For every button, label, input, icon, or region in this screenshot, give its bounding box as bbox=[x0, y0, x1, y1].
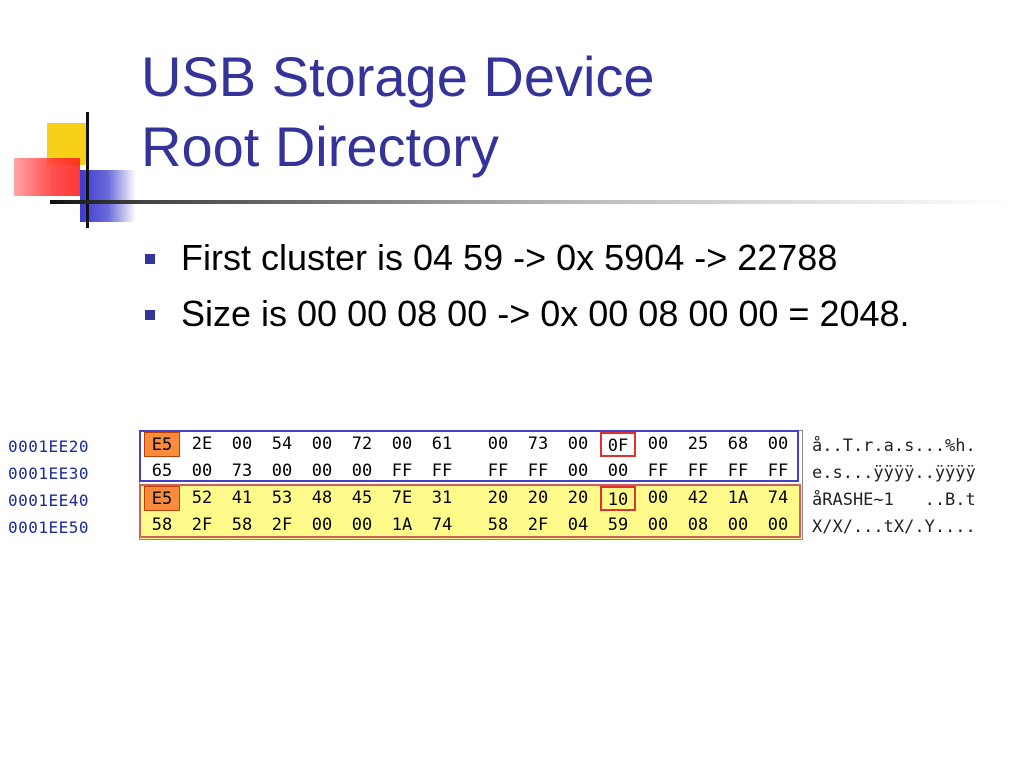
hex-byte: 53 bbox=[271, 488, 293, 508]
title-line-2: Root Directory bbox=[141, 115, 499, 178]
hex-ascii: e.s...ÿÿÿÿ..ÿÿÿÿ bbox=[812, 463, 976, 483]
hex-byte: FF bbox=[487, 461, 509, 481]
hex-byte: 54 bbox=[271, 434, 293, 454]
hex-row: E5 52 41 53 48 45 7E 31 20 20 20 10 00 42 1A 74 bbox=[140, 485, 802, 512]
hex-dump: 0001EE20 0001EE30 0001EE40 0001EE50 E5 2E… bbox=[0, 428, 1024, 542]
hex-address: 0001EE40 bbox=[8, 491, 90, 510]
hex-byte: 73 bbox=[231, 461, 253, 481]
decor-blue-square bbox=[80, 170, 136, 222]
hex-byte: 00 bbox=[607, 461, 629, 481]
hex-address: 0001EE50 bbox=[8, 518, 90, 537]
hex-byte: 7E bbox=[391, 488, 413, 508]
hex-byte: FF bbox=[527, 461, 549, 481]
hex-byte: 2F bbox=[271, 515, 293, 535]
hex-byte: 42 bbox=[687, 488, 709, 508]
hex-byte: 00 bbox=[647, 488, 669, 508]
hex-byte: 00 bbox=[767, 515, 789, 535]
hex-address: 0001EE30 bbox=[8, 464, 90, 483]
hex-byte: E5 bbox=[144, 486, 180, 511]
hex-byte: 00 bbox=[391, 434, 413, 454]
hex-ascii: å..T.r.a.s...%h. bbox=[812, 436, 976, 456]
hex-byte: 1A bbox=[391, 515, 413, 535]
bullet-item: First cluster is 04 59 -> 0x 5904 -> 227… bbox=[145, 236, 945, 280]
hex-byte: 59 bbox=[607, 515, 629, 535]
hex-byte: 00 bbox=[351, 515, 373, 535]
hex-byte: 00 bbox=[767, 434, 789, 454]
hex-byte: 25 bbox=[687, 434, 709, 454]
hex-byte: 00 bbox=[271, 461, 293, 481]
hex-byte: 48 bbox=[311, 488, 333, 508]
hex-byte: 0F bbox=[600, 432, 636, 457]
hex-byte: 2F bbox=[191, 515, 213, 535]
hex-byte: 74 bbox=[431, 515, 453, 535]
hex-byte: 73 bbox=[527, 434, 549, 454]
hex-byte: 58 bbox=[231, 515, 253, 535]
hex-byte: 2F bbox=[527, 515, 549, 535]
hex-byte: 08 bbox=[687, 515, 709, 535]
hex-byte: 20 bbox=[487, 488, 509, 508]
hex-byte: 2E bbox=[191, 434, 213, 454]
bullet-text: First cluster is 04 59 -> 0x 5904 -> 227… bbox=[181, 237, 838, 278]
title-line-1: USB Storage Device bbox=[141, 45, 655, 108]
hex-byte: 00 bbox=[351, 461, 373, 481]
title-underline bbox=[50, 200, 1010, 204]
hex-byte: 61 bbox=[431, 434, 453, 454]
decor-vertical-line bbox=[86, 112, 89, 228]
hex-byte: 00 bbox=[231, 434, 253, 454]
decor-red-square bbox=[14, 158, 80, 196]
ascii-column: å..T.r.a.s...%h. e.s...ÿÿÿÿ..ÿÿÿÿ åRASHE… bbox=[812, 433, 976, 541]
hex-byte: 45 bbox=[351, 488, 373, 508]
hex-row: E5 2E 00 54 00 72 00 61 00 73 00 0F 00 25 68 00 bbox=[140, 431, 802, 458]
hex-byte: 00 bbox=[647, 434, 669, 454]
hex-byte: 74 bbox=[767, 488, 789, 508]
corner-decoration bbox=[0, 0, 160, 240]
bullet-square-icon bbox=[145, 310, 155, 320]
hex-ascii: X/X/...tX/.Y.... bbox=[812, 517, 976, 537]
hex-byte: 10 bbox=[600, 486, 636, 511]
hex-byte: 00 bbox=[311, 434, 333, 454]
bullet-square-icon bbox=[145, 254, 155, 264]
hex-byte: 20 bbox=[527, 488, 549, 508]
hex-byte: 00 bbox=[487, 434, 509, 454]
hex-byte: FF bbox=[647, 461, 669, 481]
hex-address: 0001EE20 bbox=[8, 437, 90, 456]
hex-byte: FF bbox=[431, 461, 453, 481]
hex-byte: 00 bbox=[727, 515, 749, 535]
hex-byte: 58 bbox=[487, 515, 509, 535]
hex-bytes-panel: E5 2E 00 54 00 72 00 61 00 73 00 0F 00 25 68 00 65 00 73 00… bbox=[139, 430, 803, 540]
hex-byte: FF bbox=[687, 461, 709, 481]
bullet-text: Size is 00 00 08 00 -> 0x 00 08 00 00 = … bbox=[181, 293, 910, 334]
bullet-list: First cluster is 04 59 -> 0x 5904 -> 227… bbox=[145, 236, 945, 348]
hex-byte: 20 bbox=[567, 488, 589, 508]
hex-byte: 72 bbox=[351, 434, 373, 454]
hex-byte: E5 bbox=[144, 432, 180, 457]
hex-byte: FF bbox=[727, 461, 749, 481]
hex-byte: FF bbox=[767, 461, 789, 481]
hex-byte: 04 bbox=[567, 515, 589, 535]
hex-byte: 00 bbox=[567, 461, 589, 481]
hex-ascii: åRASHE~1 ..B.t bbox=[812, 490, 976, 510]
hex-byte: 68 bbox=[727, 434, 749, 454]
slide-title: USB Storage Device Root Directory bbox=[141, 42, 655, 182]
hex-byte: 41 bbox=[231, 488, 253, 508]
bullet-item: Size is 00 00 08 00 -> 0x 00 08 00 00 = … bbox=[145, 292, 945, 336]
hex-byte: 00 bbox=[311, 515, 333, 535]
hex-byte: 65 bbox=[151, 461, 173, 481]
hex-byte: 00 bbox=[311, 461, 333, 481]
hex-row: 58 2F 58 2F 00 00 1A 74 58 2F 04 59 00 08 00 00 bbox=[140, 512, 802, 539]
hex-byte: FF bbox=[391, 461, 413, 481]
hex-byte: 58 bbox=[151, 515, 173, 535]
hex-byte: 52 bbox=[191, 488, 213, 508]
hex-byte: 00 bbox=[191, 461, 213, 481]
hex-byte: 00 bbox=[647, 515, 669, 535]
address-column: 0001EE20 0001EE30 0001EE40 0001EE50 bbox=[8, 433, 89, 541]
hex-byte: 31 bbox=[431, 488, 453, 508]
hex-byte: 1A bbox=[727, 488, 749, 508]
hex-row: 65 00 73 00 00 00 FF FF FF FF 00 00 FF FF FF FF bbox=[140, 458, 802, 485]
hex-byte: 00 bbox=[567, 434, 589, 454]
